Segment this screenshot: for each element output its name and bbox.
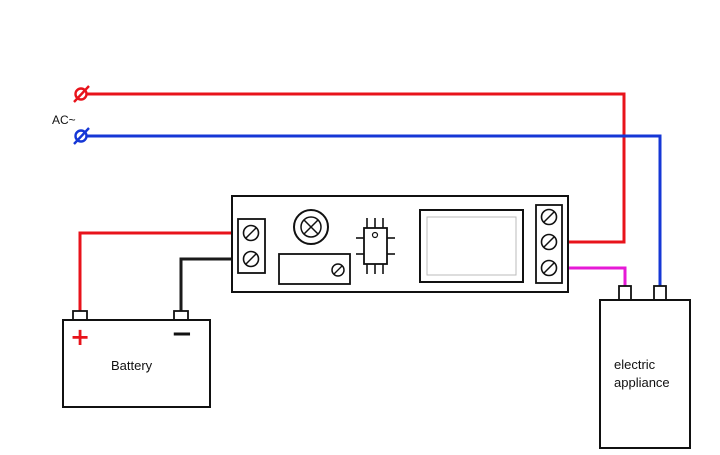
ic-chip-icon [356, 218, 395, 274]
ac-label: AC~ [52, 113, 76, 127]
ac-live-terminal [73, 85, 90, 103]
screw-icon [540, 233, 558, 251]
battery-positive-post [72, 310, 88, 321]
ac-neutral-wire [85, 134, 662, 288]
appliance-label-line1: electric [614, 357, 656, 372]
appliance-body [599, 299, 691, 449]
battery-body [62, 319, 211, 408]
battery-negative-wire [179, 257, 238, 313]
screw-icon [242, 250, 260, 268]
ac-live-wire [85, 92, 626, 244]
output-terminal-block [535, 204, 563, 284]
ac-neutral-terminal [73, 127, 90, 145]
battery-minus-sign: − [171, 319, 193, 349]
battery-positive-wire [78, 231, 238, 313]
battery-plus-sign: + [70, 323, 90, 351]
appliance-terminal-right [653, 285, 667, 301]
appliance-terminal-left [618, 285, 632, 301]
indicator-lamp-icon [293, 209, 329, 245]
appliance-label-line2: appliance [614, 375, 670, 390]
relay-module [231, 195, 569, 293]
load-wire [566, 266, 627, 288]
input-terminal-block [237, 218, 266, 274]
battery-label: Battery [111, 358, 153, 373]
potentiometer-icon [278, 253, 351, 285]
relay-icon [419, 209, 524, 283]
screw-icon [540, 208, 558, 226]
electric-appliance: electric appliance [599, 285, 691, 449]
screw-icon [540, 259, 558, 277]
battery: + − Battery [62, 310, 211, 408]
screw-icon [242, 224, 260, 242]
